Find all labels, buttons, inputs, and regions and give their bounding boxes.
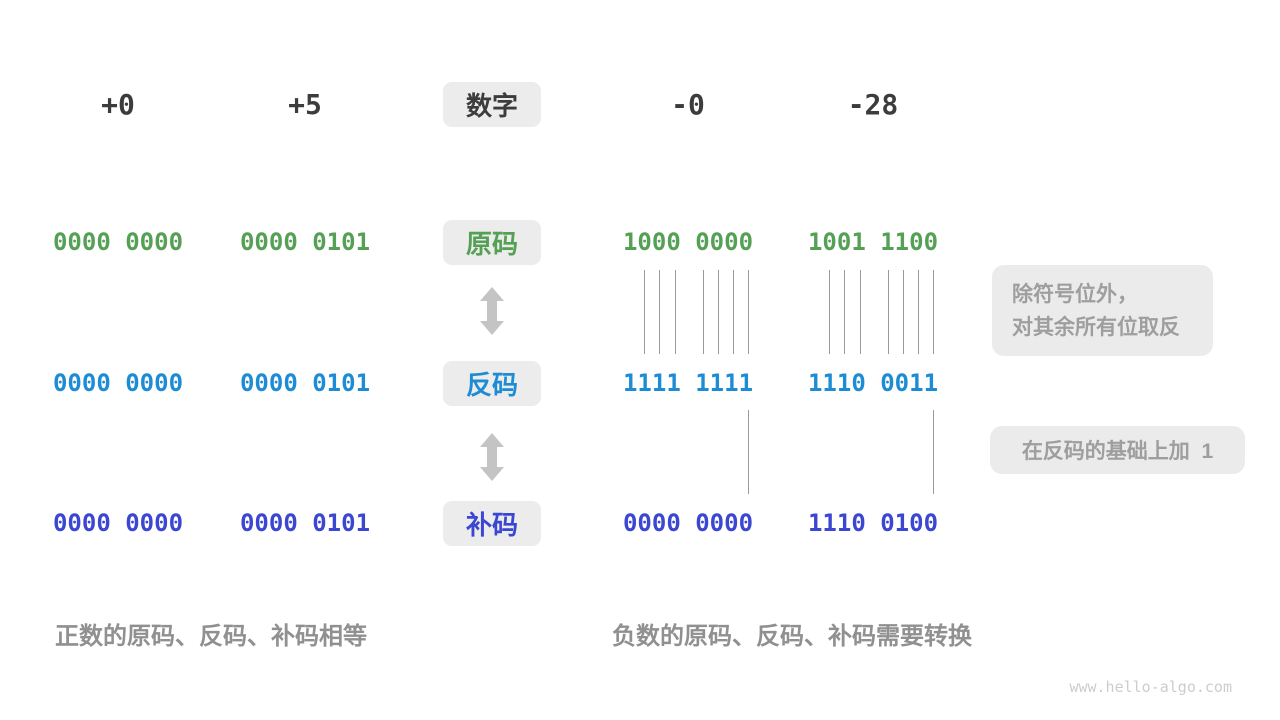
twos-complement-minus28: 1110 0100: [807, 509, 939, 537]
invert-bits-note: 除符号位外， 对其余所有位取反: [992, 265, 1213, 356]
header-value-minus28: -28: [847, 88, 899, 121]
ones-complement-minus28: 1110 0011: [807, 369, 939, 397]
ones-complement-plus5: 0000 0101: [239, 369, 371, 397]
twos-complement-badge: 补码: [443, 501, 541, 546]
ones-complement-label: 反码: [465, 370, 518, 400]
updown-arrow-icon: [480, 287, 504, 335]
negative-numbers-caption: 负数的原码、反码、补码需要转换: [612, 623, 972, 650]
number-label: 数字: [465, 91, 518, 121]
sign-magnitude-plus5: 0000 0101: [239, 228, 371, 256]
bit-invert-lines-minus28: [829, 270, 934, 354]
invert-bits-note-line1: 除符号位外，: [1012, 283, 1138, 306]
twos-complement-plus0: 0000 0000: [52, 509, 184, 537]
twos-complement-label: 补码: [465, 510, 518, 540]
add-one-note: 在反码的基础上加 1: [990, 426, 1245, 474]
invert-bits-note-line2: 对其余所有位取反: [1012, 316, 1180, 339]
bit-invert-lines-minus0: [644, 270, 749, 354]
updown-arrow-icon: [480, 433, 504, 481]
add-one-line-minus0: [748, 410, 749, 494]
sign-magnitude-badge: 原码: [443, 220, 541, 265]
header-value-plus0: +0: [101, 88, 135, 121]
twos-complement-plus5: 0000 0101: [239, 509, 371, 537]
site-watermark: www.hello-algo.com: [1069, 678, 1232, 696]
ones-complement-badge: 反码: [443, 361, 541, 406]
twos-complement-minus0: 0000 0000: [622, 509, 754, 537]
add-one-note-text: 在反码的基础上加 1: [1021, 440, 1214, 463]
ones-complement-plus0: 0000 0000: [52, 369, 184, 397]
sign-magnitude-minus28: 1001 1100: [807, 228, 939, 256]
header-value-minus0: -0: [671, 88, 705, 121]
sign-magnitude-label: 原码: [465, 229, 518, 259]
positive-numbers-caption: 正数的原码、反码、补码相等: [55, 623, 367, 650]
sign-magnitude-plus0: 0000 0000: [52, 228, 184, 256]
header-value-plus5: +5: [288, 88, 322, 121]
sign-magnitude-minus0: 1000 0000: [622, 228, 754, 256]
ones-complement-minus0: 1111 1111: [622, 369, 754, 397]
number-label-badge: 数字: [443, 82, 541, 127]
add-one-line-minus28: [933, 410, 934, 494]
